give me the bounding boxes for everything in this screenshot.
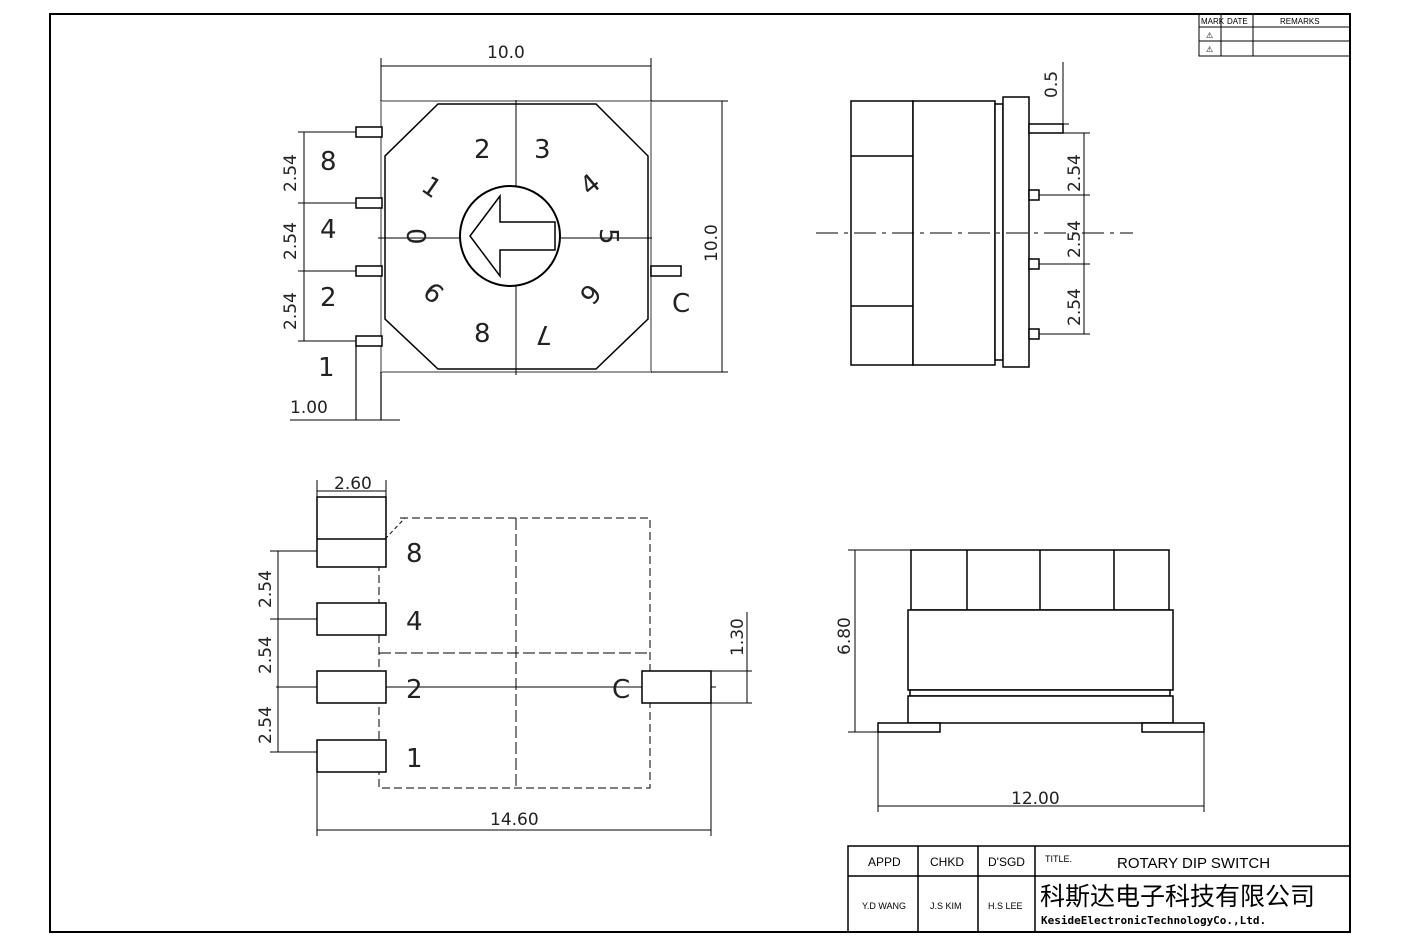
tb-title: ROTARY DIP SWITCH — [1117, 855, 1270, 872]
dial-digit-9: 9 — [419, 275, 451, 309]
top-pin-label-1: 1 — [318, 353, 335, 383]
tb-dsgd-name: H.S LEE — [988, 901, 1023, 911]
rev-mark-1: ⚠ — [1206, 31, 1213, 40]
top-pin-label-8: 8 — [320, 147, 337, 177]
tb-title-label: TITLE. — [1045, 854, 1072, 864]
footprint-pitch-dim-1: 2.54 — [256, 570, 276, 608]
footprint-pad-label-2: 2 — [406, 675, 423, 705]
dial-digit-1: 1 — [416, 171, 447, 205]
top-pitch-dim-3: 2.54 — [281, 292, 301, 330]
side-pitch-dim-1: 2.54 — [1065, 154, 1085, 192]
footprint-pad-label-4: 4 — [406, 607, 423, 637]
rev-header-date: DATE — [1227, 17, 1248, 26]
tb-chkd-label: CHKD — [930, 855, 964, 869]
footprint-pitch-dim-2: 2.54 — [256, 636, 276, 674]
dial-digit-2: 2 — [474, 135, 491, 165]
tb-company-cn: 科斯达电子科技有限公司 — [1040, 882, 1315, 911]
front-width-dim: 12.00 — [1011, 789, 1060, 809]
footprint-view — [270, 480, 752, 836]
sheet-border — [49, 13, 1351, 933]
side-thickness-dim: 0.5 — [1042, 71, 1062, 98]
top-pin-label-4: 4 — [320, 215, 337, 245]
rev-mark-2: ⚠ — [1206, 45, 1213, 54]
side-view — [816, 62, 1133, 368]
top-pitch-dim-2: 2.54 — [281, 222, 301, 260]
top-common-label: C — [672, 289, 690, 319]
tb-appd-label: APPD — [868, 855, 901, 869]
dial-digit-5: 5 — [593, 228, 623, 245]
footprint-pad-width-dim: 2.60 — [334, 474, 372, 494]
rev-header-remarks: REMARKS — [1280, 17, 1320, 26]
footprint-pad-label-8: 8 — [406, 539, 423, 569]
footprint-common-label: C — [612, 675, 630, 705]
footprint-overall-width-dim: 14.60 — [490, 810, 539, 830]
title-block — [847, 845, 1351, 933]
top-pin-width-dim: 1.00 — [290, 398, 328, 418]
footprint-pitch-dim-3: 2.54 — [256, 706, 276, 744]
side-pitch-dim-2: 2.54 — [1065, 220, 1085, 258]
top-pitch-dim-1: 2.54 — [281, 154, 301, 192]
dial-digit-8: 8 — [474, 319, 491, 349]
tb-company-en: KesideElectronicTechnologyCo.,Ltd. — [1041, 914, 1266, 927]
top-pin-label-2: 2 — [320, 283, 337, 313]
top-width-dim: 10.0 — [487, 43, 525, 63]
side-pitch-dim-3: 2.54 — [1065, 288, 1085, 326]
dial-digit-0: 0 — [400, 228, 430, 245]
rev-header-mark: MARK — [1201, 17, 1225, 26]
dial-digit-3: 3 — [534, 135, 551, 165]
dial-digit-4: 4 — [575, 168, 607, 202]
tb-chkd-name: J.S KIM — [930, 901, 962, 911]
top-height-dim: 10.0 — [702, 224, 722, 262]
footprint-pad-height-dim: 1.30 — [728, 618, 748, 656]
front-height-dim: 6.80 — [835, 617, 855, 655]
tb-appd-name: Y.D WANG — [862, 901, 906, 911]
revision-table — [1198, 13, 1351, 57]
dial-digit-6: 6 — [573, 277, 607, 309]
footprint-pad-label-1: 1 — [406, 744, 423, 774]
dial-digit-7: 7 — [535, 319, 552, 349]
tb-dsgd-label: D'SGD — [988, 855, 1025, 869]
front-view — [848, 549, 1205, 812]
top-view — [290, 58, 728, 421]
